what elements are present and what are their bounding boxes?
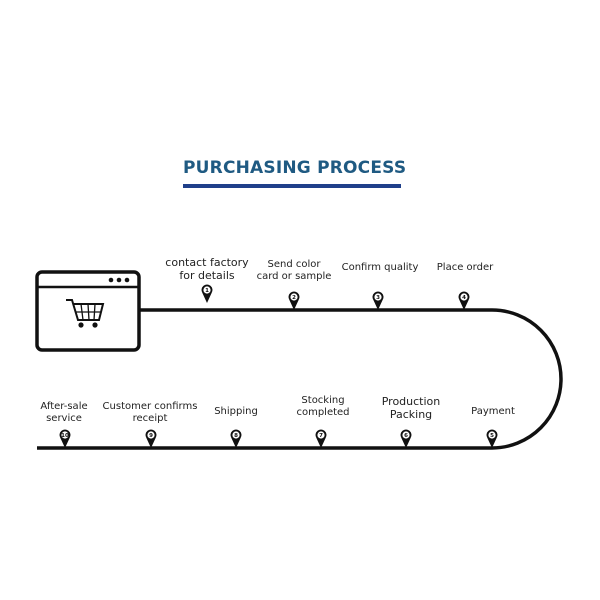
step-label: Place order — [437, 262, 493, 274]
step-label-line: Place order — [436, 262, 494, 273]
step-number: 5 — [490, 433, 494, 439]
map-pin-icon: 4 — [458, 291, 470, 310]
step-label: Shipping — [214, 406, 258, 418]
step-number: 7 — [319, 433, 323, 439]
step-label-line: Payment — [471, 406, 515, 417]
step-label-line: for details — [179, 269, 235, 282]
step-number: 3 — [376, 295, 380, 301]
map-pin-icon: 6 — [400, 429, 412, 448]
map-pin-icon: 2 — [288, 291, 300, 310]
map-pin-icon: 7 — [315, 429, 327, 448]
step-label-line: service — [46, 413, 82, 424]
map-pin-icon: 10 — [59, 429, 71, 448]
step-label-line: Confirm quality — [341, 262, 419, 273]
step-label-line: contact factory — [165, 256, 249, 269]
step-number: 4 — [462, 295, 466, 301]
step-label-line: Shipping — [214, 406, 258, 417]
map-pin-icon: 5 — [486, 429, 498, 448]
step-number: 1 — [205, 288, 209, 294]
step-label-line: completed — [296, 407, 350, 418]
step-number: 6 — [404, 433, 408, 439]
step-label-line: After-sale — [40, 401, 88, 412]
step-number: 9 — [149, 433, 153, 439]
process-path-line — [37, 308, 563, 450]
step-label-line: Send color — [267, 259, 321, 270]
step-label-line: Stocking — [301, 395, 345, 406]
step-number: 8 — [234, 433, 238, 439]
step-label-line: Customer confirms — [102, 401, 198, 412]
step-label: Confirm quality — [342, 262, 419, 274]
shopping-cart-window-icon — [35, 270, 141, 352]
step-label-line: card or sample — [256, 271, 332, 282]
step-label: Payment — [471, 406, 515, 418]
step-label-line: Production — [381, 395, 441, 408]
step-label-line: Packing — [389, 408, 433, 421]
map-pin-icon: 9 — [145, 429, 157, 448]
page-title: PURCHASING PROCESS — [183, 158, 407, 178]
map-pin-icon: 1 — [201, 284, 213, 303]
step-number: 2 — [292, 295, 296, 301]
map-pin-icon: 8 — [230, 429, 242, 448]
step-number: 10 — [61, 433, 69, 439]
map-pin-icon: 3 — [372, 291, 384, 310]
step-label-line: receipt — [132, 413, 168, 424]
title-underline — [183, 184, 401, 188]
